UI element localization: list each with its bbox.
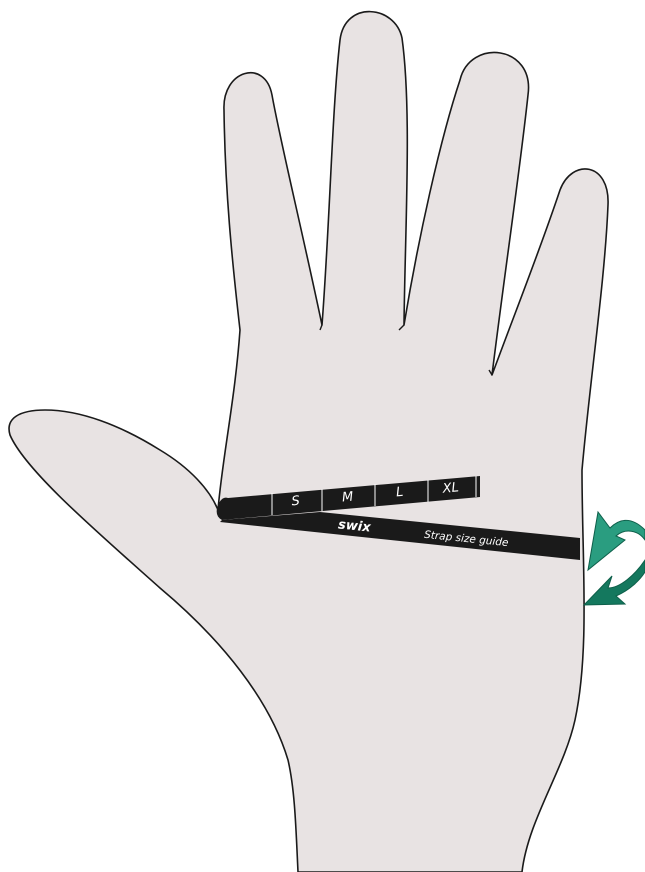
hand-palm-icon bbox=[9, 12, 608, 872]
size-label-xl: XL bbox=[441, 480, 459, 496]
wrap-arrow-icon bbox=[584, 512, 645, 605]
size-label-m: M bbox=[341, 490, 353, 506]
size-label-s: S bbox=[291, 494, 301, 510]
size-label-l: L bbox=[395, 485, 404, 501]
